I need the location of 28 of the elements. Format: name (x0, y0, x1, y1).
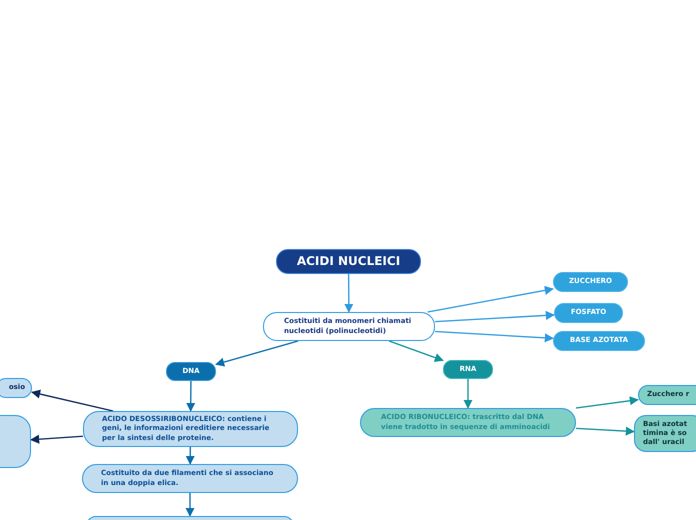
node-text: ACIDI NUCLEICI (296, 254, 400, 270)
arrow (434, 310, 555, 322)
arrow (185, 493, 195, 517)
concept-box (638, 385, 696, 405)
concept-box (0, 378, 32, 398)
concept-box (553, 272, 628, 292)
arrow (428, 286, 554, 313)
arrow (388, 340, 444, 362)
concept-box (166, 362, 216, 381)
arrow (463, 379, 473, 409)
concept-box (83, 411, 298, 447)
title-box (276, 249, 421, 274)
arrow (186, 381, 196, 412)
arrow (31, 390, 114, 412)
concept-box (554, 303, 623, 323)
concept-box (82, 464, 298, 493)
concept-box (443, 360, 493, 379)
concept-box (360, 408, 576, 437)
arrow (576, 426, 635, 436)
concept-box (553, 331, 645, 351)
concept-box (263, 312, 435, 341)
concept-box (634, 415, 696, 452)
arrow (30, 434, 84, 444)
arrow (186, 447, 195, 465)
arrow (434, 330, 554, 342)
arrow (215, 340, 298, 366)
arrow (576, 396, 639, 409)
arrow (344, 274, 354, 313)
